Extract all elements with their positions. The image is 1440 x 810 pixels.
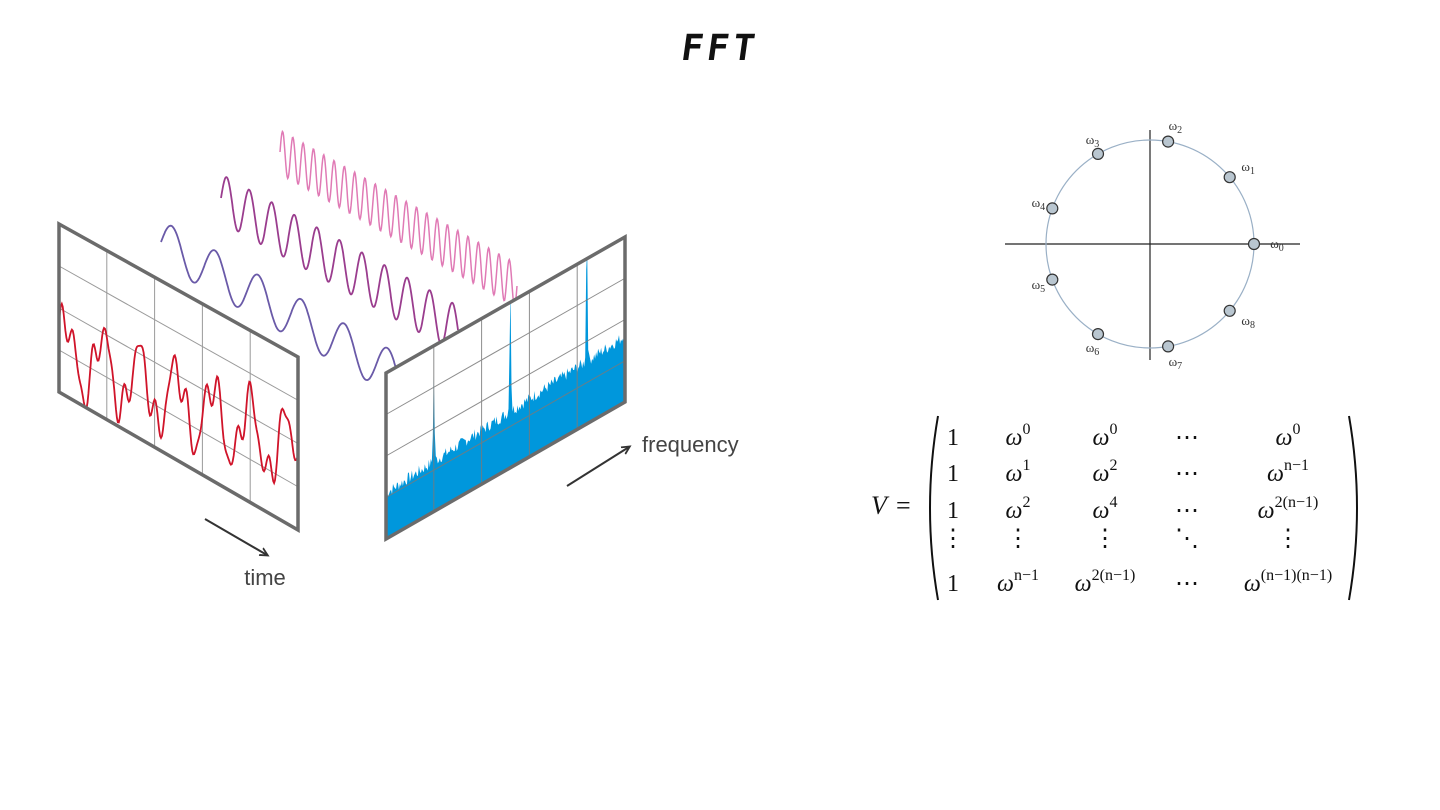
matrix-cell: ωn−1: [1267, 457, 1309, 487]
matrix-cell: 1: [947, 425, 959, 451]
matrix-cell: ω0: [1006, 421, 1031, 451]
root-point: [1223, 171, 1236, 184]
root-point: [1161, 135, 1175, 148]
matrix-cell: 1: [947, 461, 959, 487]
root-point: [1046, 273, 1059, 286]
left-parenthesis: [929, 415, 939, 601]
root-point: [1046, 202, 1059, 215]
time-domain-panel: [57, 221, 300, 534]
root-label: ω5: [1032, 277, 1046, 295]
frequency-domain-panel: [384, 233, 627, 543]
matrix-cell: ⋮: [1006, 526, 1030, 552]
root-label: ω2: [1169, 118, 1183, 136]
root-point: [1091, 147, 1105, 160]
frequency-label: frequency: [642, 432, 739, 457]
frequency-spectrum: [386, 249, 625, 539]
mid-frequency-wave: [220, 176, 459, 346]
matrix-cell: ω2: [1093, 457, 1118, 487]
matrix-cell: ω1: [1006, 457, 1031, 487]
root-label: ω6: [1086, 340, 1100, 358]
grid-line: [385, 360, 626, 498]
low-frequency-wave: [160, 224, 399, 382]
matrix-cell: ⋮: [1093, 526, 1117, 552]
time-panel-frame: [57, 221, 300, 534]
matrix-cell: 1: [947, 498, 959, 524]
root-label: ω1: [1241, 159, 1255, 177]
root-label: ω7: [1169, 354, 1183, 372]
frequency-panel-frame: [384, 233, 627, 543]
grid-line: [58, 265, 299, 401]
matrix-cell: ω(n−1)(n−1): [1244, 567, 1332, 597]
root-points: ω0 ω1 ω2 ω3 ω4 ω5 ω6 ω7 ω8: [1032, 118, 1284, 372]
time-label: time: [244, 565, 286, 590]
grid-line: [58, 349, 299, 488]
matrix-cell: ⋯: [1175, 498, 1199, 524]
matrix-cell: ω2: [1006, 494, 1031, 524]
matrix-cell: ⋯: [1175, 571, 1199, 597]
root-label: ω3: [1086, 132, 1100, 150]
grid-line: [385, 319, 626, 457]
matrix-cell: ⋯: [1175, 425, 1199, 451]
root-label: ω8: [1241, 313, 1255, 331]
frequency-panel-grid: [385, 264, 626, 512]
matrix-cell: ω0: [1276, 421, 1301, 451]
matrix-cell: ⋮: [941, 526, 965, 552]
time-panel-grid: [58, 250, 299, 503]
right-parenthesis: [1348, 415, 1358, 601]
high-frequency-wave: [279, 129, 518, 309]
roots-of-unity-circle: ω0 ω1 ω2 ω3 ω4 ω5 ω6 ω7 ω8: [1005, 118, 1300, 372]
matrix-cell: 1: [947, 571, 959, 597]
root-point: [1161, 340, 1175, 353]
time-domain-signal: [59, 301, 298, 486]
matrix-cell: ω2(n−1): [1075, 567, 1136, 597]
root-label: ω4: [1032, 195, 1046, 213]
root-label: ω0: [1270, 236, 1284, 254]
root-point: [1247, 237, 1261, 251]
matrix-lhs: V: [871, 491, 890, 520]
matrix-cell: ωn−1: [997, 567, 1039, 597]
matrix-cell: ω0: [1093, 421, 1118, 451]
matrix-cell: ⋯: [1175, 461, 1199, 487]
matrix-cell: ⋱: [1175, 526, 1199, 552]
matrix-equals: =: [896, 491, 911, 520]
matrix-cell: ⋮: [1276, 526, 1300, 552]
root-point: [1223, 304, 1236, 317]
time-arrow: [204, 518, 267, 555]
frequency-arrow: [566, 447, 629, 487]
grid-line: [385, 277, 626, 415]
matrix-cell: ω2(n−1): [1258, 494, 1319, 524]
root-point: [1091, 328, 1105, 341]
matrix-cell: ω4: [1093, 494, 1118, 524]
